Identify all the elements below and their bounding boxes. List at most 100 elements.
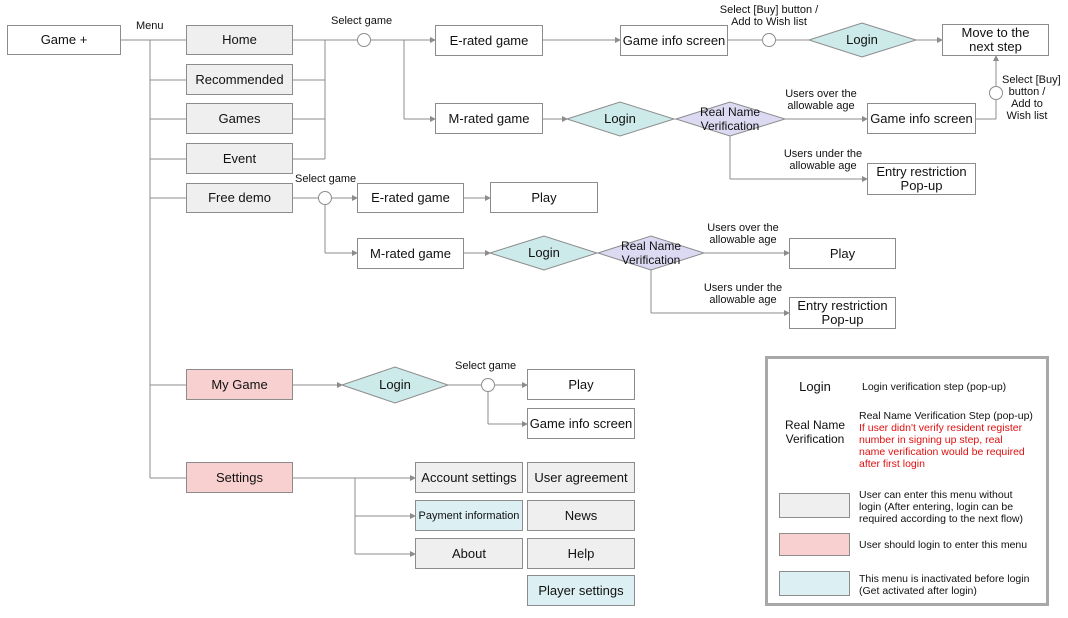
legend-cyan-swatch (779, 571, 850, 596)
legend-login-desc: Login verification step (pop-up) (862, 381, 1007, 393)
demo-under-age-line1: Users under the (703, 282, 783, 294)
menu-label: Menu (136, 20, 164, 32)
legend-verify-note4: after first login (859, 458, 925, 470)
select-buy-label-line1: Select [Buy] button / (719, 4, 819, 16)
legend-cyan-line1: This menu is inactivated before login (859, 573, 1030, 585)
e-rated-game-box: E-rated game (435, 25, 543, 56)
verify-text-demo-line1: Real Name (620, 239, 682, 253)
demo-play-box: Play (490, 182, 598, 213)
over-age-label: Users over the allowable age (782, 88, 860, 112)
select-game-label-mygame: Select game (455, 360, 517, 372)
settings-account: Account settings (415, 462, 523, 493)
login-text-e: Login (846, 32, 878, 47)
login-diamond-m (565, 101, 676, 137)
demo-over-age-line2: allowable age (709, 234, 777, 246)
entry-restriction-m-line2: Pop-up (900, 178, 943, 193)
under-age-label: Users under the allowable age (782, 148, 864, 172)
move-next-line1: Move to the (961, 25, 1030, 40)
move-next-line2: next step (969, 39, 1022, 54)
login-text-m: Login (604, 111, 636, 126)
legend-verify-desc: Real Name Verification Step (pop-up) If … (859, 410, 1033, 470)
entry-restriction-m-line1: Entry restriction (876, 164, 967, 179)
login-text-demo: Login (528, 245, 560, 260)
select-buy-side-line3: Add to (1011, 98, 1043, 110)
select-game-label-demo: Select game (295, 173, 357, 185)
legend-verify-note2: number in signing up step, real (859, 434, 1003, 446)
entry-restriction-demo-line2: Pop-up (821, 312, 864, 327)
legend-gray-line2: login (After entering, login can be (859, 501, 1014, 513)
select-buy-label: Select [Buy] button / Add to Wish list (717, 4, 821, 28)
verify-diamond-m (674, 101, 787, 137)
settings-news: News (527, 500, 635, 531)
login-text-mygame: Login (379, 377, 411, 392)
verify-text-m-line2: Verification (700, 119, 760, 133)
over-age-label-line2: allowable age (787, 100, 855, 112)
select-buy-node (762, 33, 776, 47)
legend-verify-text: Real Name Verification (782, 418, 848, 446)
menu-settings: Settings (186, 462, 293, 493)
settings-user-agreement: User agreement (527, 462, 635, 493)
legend-pink-desc: User should login to enter this menu (859, 539, 1028, 551)
move-next-step-box: Move to the next step (942, 24, 1049, 56)
settings-payment: Payment information (415, 500, 523, 531)
legend-pink-swatch (779, 533, 850, 556)
legend-gray-line1: User can enter this menu without (859, 489, 1013, 501)
legend-gray-desc: User can enter this menu without login (… (859, 489, 1023, 525)
demo-under-age-label: Users under the allowable age (702, 282, 784, 306)
select-game-node (357, 33, 371, 47)
menu-games: Games (186, 103, 293, 134)
demo-over-age-line1: Users over the (707, 222, 779, 234)
legend-verify-title: Real Name Verification Step (pop-up) (859, 410, 1033, 422)
over-age-label-line1: Users over the (785, 88, 857, 100)
select-game-node-demo (318, 191, 332, 205)
legend-verify-line1: Real Name (784, 418, 846, 432)
menu-event: Event (186, 143, 293, 174)
verify-text-demo-line2: Verification (621, 253, 681, 267)
select-buy-side-label: Select [Buy] button / Add to Wish list (1002, 74, 1061, 122)
legend-gray-swatch (779, 493, 850, 518)
menu-free-demo: Free demo (186, 183, 293, 213)
demo-m-rated-box: M-rated game (357, 238, 464, 269)
demo-under-age-line2: allowable age (709, 294, 777, 306)
legend-cyan-line2: (Get activated after login) (859, 585, 977, 597)
under-age-label-line1: Users under the (783, 148, 863, 160)
verify-text-m-line1: Real Name (699, 105, 761, 119)
login-diamond-e (807, 22, 918, 58)
mygame-info-box: Game info screen (527, 408, 635, 439)
login-diamond-mygame (340, 366, 450, 404)
legend-cyan-desc: This menu is inactivated before login (G… (859, 573, 1029, 597)
legend-verify-note1: If user didn't verify resident register (859, 422, 1023, 434)
menu-home: Home (186, 25, 293, 55)
demo-verified-play-box: Play (789, 238, 896, 269)
select-buy-side-line2: button / (1008, 86, 1046, 98)
select-buy-node-side (989, 86, 1003, 100)
verify-text-demo: Real Name Verification (606, 239, 696, 267)
legend-verify-line2: Verification (785, 432, 845, 446)
demo-e-rated-box: E-rated game (357, 183, 464, 213)
entry-restriction-box-demo: Entry restriction Pop-up (789, 297, 896, 329)
legend-verify-note3: name verification would be required (859, 446, 1025, 458)
verify-text-m: Real Name Verification (684, 105, 776, 133)
select-buy-side-line4: Wish list (1006, 110, 1048, 122)
entry-restriction-box-m: Entry restriction Pop-up (867, 163, 976, 195)
legend-gray-line3: required according to the next flow) (859, 513, 1024, 525)
root-node: Game + (7, 25, 121, 55)
select-game-label: Select game (331, 15, 393, 27)
under-age-label-line2: allowable age (789, 160, 857, 172)
game-info-box-m: Game info screen (867, 103, 976, 134)
entry-restriction-demo-line1: Entry restriction (797, 298, 888, 313)
verify-diamond-demo (596, 235, 706, 271)
settings-help: Help (527, 538, 635, 569)
m-rated-game-box: M-rated game (435, 103, 543, 134)
mygame-play-box: Play (527, 369, 635, 400)
select-buy-side-line1: Select [Buy] (1002, 74, 1061, 86)
legend-box (765, 356, 1049, 606)
settings-about: About (415, 538, 523, 569)
select-buy-label-line2: Add to Wish list (731, 16, 807, 28)
menu-recommended: Recommended (186, 64, 293, 95)
legend-login-text: Login (799, 379, 831, 394)
settings-player: Player settings (527, 575, 635, 606)
game-info-box-e: Game info screen (620, 25, 728, 56)
demo-over-age-label: Users over the allowable age (704, 222, 782, 246)
